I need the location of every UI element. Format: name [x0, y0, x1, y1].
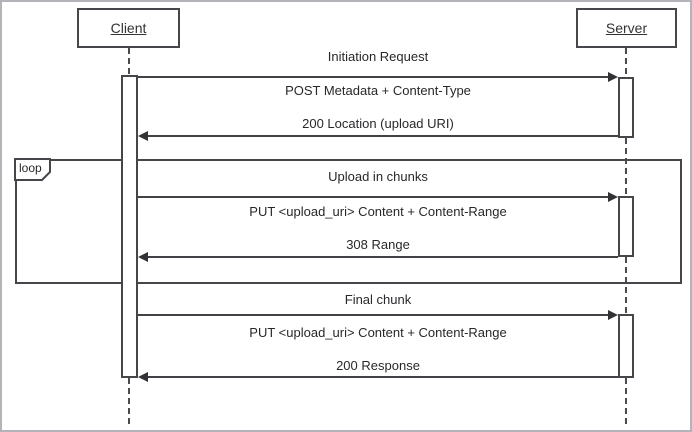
message-line-request-1	[138, 76, 609, 78]
lifeline-server-segment	[625, 378, 627, 426]
message-arrowhead-right-icon	[608, 310, 618, 320]
message-response-label: 200 Response	[336, 358, 420, 373]
section-title: Final chunk	[344, 292, 412, 307]
message-line-request-3	[138, 314, 609, 316]
message-response-label: 308 Range	[346, 237, 410, 252]
loop-operator-pentagon	[14, 158, 51, 181]
message-line-response-2	[147, 256, 618, 258]
lifeline-client-segment	[128, 378, 130, 426]
actor-box-server: Server	[576, 8, 677, 48]
loop-operator-label: loop	[19, 161, 42, 175]
message-request-label: PUT <upload_uri> Content + Content-Range	[249, 204, 507, 219]
lifeline-server-segment	[625, 257, 627, 314]
message-line-response-3	[147, 376, 618, 378]
activation-bar-server-3	[618, 314, 634, 378]
message-line-response-1	[147, 135, 618, 137]
section-title: Initiation Request	[327, 49, 429, 64]
message-request-label: POST Metadata + Content-Type	[285, 83, 471, 98]
message-request-label: PUT <upload_uri> Content + Content-Range	[249, 325, 507, 340]
lifeline-client-segment	[128, 48, 130, 75]
lifeline-server-segment	[625, 138, 627, 196]
message-arrowhead-right-icon	[608, 192, 618, 202]
message-arrowhead-left-icon	[138, 252, 148, 262]
activation-bar-server-1	[618, 77, 634, 138]
section-title: Upload in chunks	[328, 169, 428, 184]
actor-box-client: Client	[77, 8, 180, 48]
message-line-request-2	[138, 196, 609, 198]
activation-bar-server-2	[618, 196, 634, 257]
loop-fragment	[15, 159, 682, 284]
actor-label-client: Client	[110, 20, 147, 36]
activation-bar-client	[121, 75, 138, 378]
actor-label-server: Server	[605, 20, 648, 36]
message-arrowhead-right-icon	[608, 72, 618, 82]
lifeline-server-segment	[625, 48, 627, 78]
message-arrowhead-left-icon	[138, 131, 148, 141]
message-arrowhead-left-icon	[138, 372, 148, 382]
message-response-label: 200 Location (upload URI)	[302, 116, 454, 131]
